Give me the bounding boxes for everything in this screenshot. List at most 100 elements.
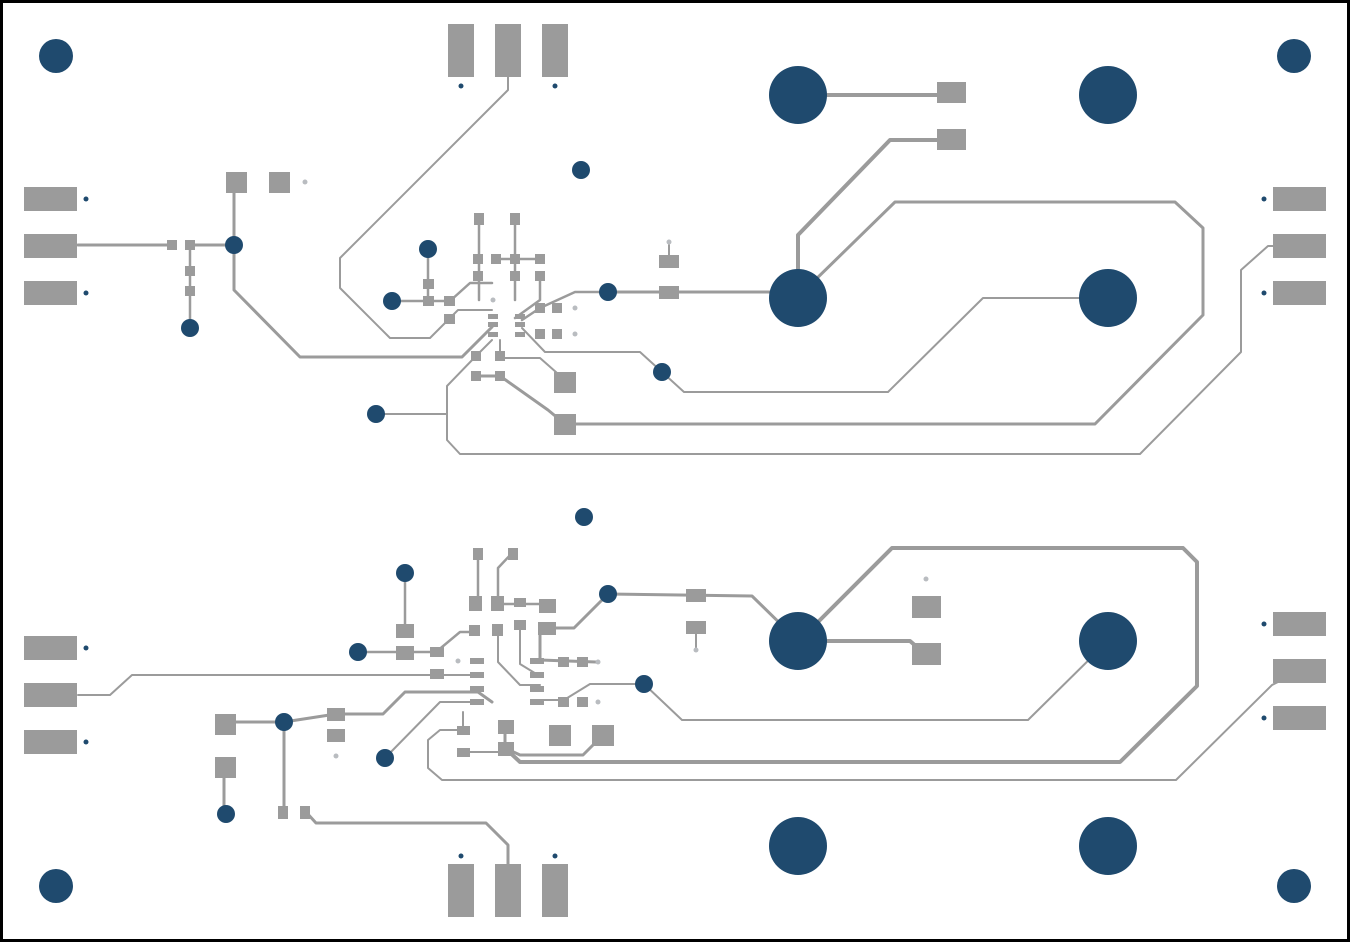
via <box>376 749 394 767</box>
via <box>635 675 653 693</box>
smd-pad <box>577 657 588 667</box>
trace <box>520 290 610 322</box>
smd-pad <box>508 548 518 560</box>
ic-pin <box>530 672 544 678</box>
trace <box>503 546 1199 764</box>
drill-mark <box>572 305 578 311</box>
via <box>383 292 401 310</box>
smd-pad <box>514 620 526 630</box>
large-through-hole-pad <box>769 612 827 670</box>
via <box>349 643 367 661</box>
smd-pad <box>469 625 480 636</box>
smd-pad <box>300 806 310 819</box>
smd-pad <box>510 271 520 281</box>
via <box>653 363 671 381</box>
large-through-hole-pad <box>1079 612 1137 670</box>
via <box>225 236 243 254</box>
smd-pad <box>554 414 576 435</box>
trace <box>643 640 1109 721</box>
trace <box>304 810 510 868</box>
large-through-hole-pad <box>769 269 827 327</box>
ic-pin <box>470 686 484 692</box>
smd-pad <box>535 329 545 339</box>
ic-pin <box>470 699 484 705</box>
trace <box>796 138 952 300</box>
smd-pad <box>539 599 556 613</box>
via <box>599 585 617 603</box>
header-pad <box>495 864 521 917</box>
ic-pin <box>515 332 525 337</box>
smd-pad <box>912 643 941 665</box>
smd-pad <box>471 371 481 381</box>
large-through-hole-pad <box>1079 269 1137 327</box>
mounting-hole <box>39 39 73 73</box>
smd-pad <box>535 254 545 264</box>
drill-mark <box>1261 621 1267 627</box>
drill-marks <box>83 83 1267 859</box>
smd-pad <box>474 213 484 225</box>
drill-mark <box>83 196 89 202</box>
trace <box>539 683 645 701</box>
smd-pad <box>495 351 505 361</box>
ic-pin <box>470 672 484 678</box>
trace <box>499 339 566 381</box>
smd-pad <box>269 172 290 193</box>
drill-mark <box>302 179 308 185</box>
smd-pad <box>185 266 195 276</box>
smd-pad <box>592 725 614 746</box>
smd-pad <box>423 296 434 306</box>
edge-connector-pad <box>24 234 77 258</box>
trace <box>384 701 479 759</box>
ic-pin <box>515 322 525 327</box>
trace <box>474 200 1205 426</box>
edge-connector-pad <box>1273 281 1326 305</box>
trace <box>521 297 1109 393</box>
smd-pad <box>549 725 571 746</box>
drill-mark <box>572 331 578 337</box>
smd-pad <box>912 596 941 618</box>
smd-pad <box>473 548 483 560</box>
smd-pad <box>396 646 414 660</box>
smd-pad <box>444 296 455 306</box>
smd-pad <box>185 286 195 296</box>
edge-connector-pad <box>1273 659 1326 683</box>
smd-pad <box>430 669 444 679</box>
smd-pad <box>659 286 679 299</box>
smd-pad <box>327 729 345 742</box>
trace <box>497 625 541 686</box>
smd-pad <box>185 240 195 250</box>
header-pad <box>448 864 474 917</box>
drill-mark <box>83 739 89 745</box>
edge-connector-pad <box>24 683 77 707</box>
smd-pad <box>535 271 545 281</box>
smd-pad <box>278 806 288 819</box>
trace <box>232 243 494 359</box>
smd-pad <box>423 279 434 289</box>
drill-mark <box>923 576 929 582</box>
drill-mark <box>595 699 601 705</box>
via <box>181 319 199 337</box>
smd-pad <box>491 254 501 264</box>
smd-pad <box>226 172 247 193</box>
drill-mark <box>458 853 464 859</box>
smd-pad <box>510 213 520 225</box>
smd-pad <box>558 697 569 707</box>
smd-pad <box>686 621 706 634</box>
via <box>367 405 385 423</box>
trace <box>427 671 1299 781</box>
header-pad <box>448 24 474 77</box>
smd-pad <box>473 254 483 264</box>
smd-pad <box>469 596 482 611</box>
drill-mark <box>693 647 699 653</box>
smd-pad <box>659 255 679 268</box>
smd-pad <box>510 254 520 264</box>
trace <box>77 674 477 696</box>
drill-mark <box>455 658 461 664</box>
smd-pad <box>686 589 706 602</box>
drill-mark <box>458 83 464 89</box>
drill-mark <box>552 853 558 859</box>
smd-pad <box>498 742 514 756</box>
smd-pad <box>498 720 514 734</box>
smd-pad <box>495 371 505 381</box>
edge-connector-pad <box>1273 706 1326 730</box>
